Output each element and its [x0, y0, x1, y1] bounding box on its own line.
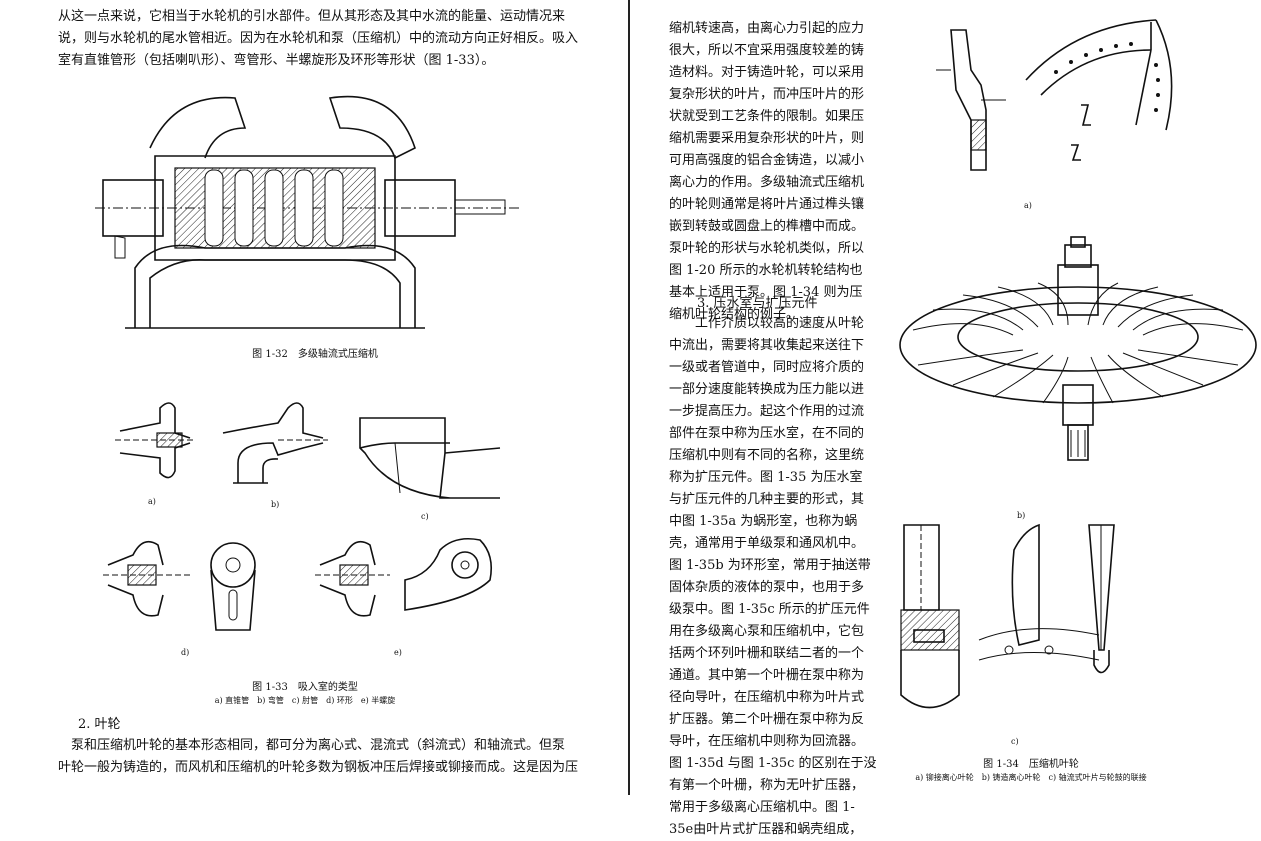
subfig-label-e: e): [394, 648, 402, 657]
text-line: 径向导叶，在压缩机中称为叶片式: [669, 690, 865, 705]
text-line: 中图 1-35a 为蜗形室，也称为蜗: [669, 514, 858, 529]
figure-1-32-caption: 图 1-32 多级轴流式压缩机: [252, 349, 378, 360]
impeller-paragraph: 泵和压缩机叶轮的基本形态相同，都可分为离心式、混流式（斜流式）和轴流式。但泵 叶…: [58, 735, 618, 779]
figure-1-34-legend: a) 铆接离心叶轮 b) 铸造离心叶轮 c) 轴流式叶片与轮鼓的联接: [915, 773, 1147, 782]
text-line: 泵和压缩机叶轮的基本形态相同，都可分为离心式、混流式（斜流式）和轴流式。但泵: [58, 738, 566, 753]
text-line: 压缩机中则有不同的名称，这里统: [669, 448, 865, 463]
section-heading-volute: 3. 压水室与扩压元件: [697, 296, 818, 311]
right-page: 缩机转速高，由离心力引起的应力 很大，所以不宜采用强度较差的铸 造材料。对于铸造…: [631, 0, 1261, 837]
text-line: 与扩压元件的几种主要的形式，其: [669, 492, 865, 507]
text-line: 缩机转速高，由离心力引起的应力: [669, 21, 865, 36]
subfig-label-34a: a): [1024, 201, 1032, 210]
text-line: 35e由叶片式扩压器和蜗壳组成，: [669, 822, 863, 837]
figure-1-33c-drawing: [359, 417, 501, 499]
impeller-continued-paragraph: 缩机转速高，由离心力引起的应力 很大，所以不宜采用强度较差的铸 造材料。对于铸造…: [669, 18, 909, 326]
subfig-label-34c: c): [1011, 737, 1019, 746]
text-line: 用在多级离心泵和压缩机中，它包: [669, 624, 865, 639]
text-line: 通道。其中第一个叶栅在泵中称为: [669, 668, 865, 683]
text-line: 中流出，需要将其收集起来送往下: [669, 338, 865, 353]
text-line: 室有直锥管形（包括喇叭形）、弯管形、半螺旋形及环形等形状（图 1-33）。: [58, 53, 495, 68]
text-line: 括两个环列叶栅和联结二者的一个: [669, 646, 865, 661]
text-line: 基本上适用于泵。图 1-34 则为压: [669, 285, 863, 300]
figure-1-34-caption: 图 1-34 压缩机叶轮: [983, 759, 1079, 770]
subfig-label-a: a): [148, 497, 156, 506]
text-line: 缩机需要采用复杂形状的叶片，则: [669, 131, 865, 146]
text-line: 图 1-20 所示的水轮机转轮结构也: [669, 263, 863, 278]
text-line: 离心力的作用。多级轴流式压缩机: [669, 175, 865, 190]
figure-1-34a-drawing: [936, 19, 1173, 171]
text-line: 造材料。对于铸造叶轮，可以采用: [669, 65, 865, 80]
text-line: 称为扩压元件。图 1-35 为压水室: [669, 470, 863, 485]
text-line: 泵叶轮的形状与水轮机类似，所以: [669, 241, 865, 256]
page-gutter: [628, 0, 630, 795]
text-line: 一步提高压力。起这个作用的过流: [669, 404, 865, 419]
figure-1-32-compressor-drawing: [95, 95, 520, 329]
figure-1-34b-drawing: [899, 236, 1257, 461]
volute-paragraph: 工作介质以较高的速度从叶轮 中流出，需要将其收集起来送往下 一级或者管道中，同时…: [669, 313, 909, 841]
text-line: 一部分速度能转换成为压力能以进: [669, 382, 865, 397]
text-line: 说，则与水轮机的尾水管相近。因为在水轮机和泵（压缩机）中的流动方向正好相反。吸入: [58, 31, 579, 46]
figure-1-33e-drawing: [315, 537, 493, 617]
text-line: 叶轮一般为铸造的，而风机和压缩机的叶轮多数为钢板冲压后焊接或铆接而成。这是因为压: [58, 760, 579, 775]
text-line: 壳，通常用于单级泵和通风机中。: [669, 536, 865, 551]
text-line: 复杂形状的叶片，而冲压叶片的形: [669, 87, 865, 102]
text-line: 嵌到转鼓或圆盘上的榫槽中而成。: [669, 219, 865, 234]
subfig-label-d: d): [181, 648, 190, 657]
text-line: 从这一点来说，它相当于水轮机的引水部件。但从其形态及其中水流的能量、运动情况来: [58, 9, 566, 24]
text-line: 的叶轮则通常是将叶片通过榫头镶: [669, 197, 865, 212]
text-line: 图 1-35d 与图 1-35c 的区别在于没: [669, 756, 877, 771]
text-line: 扩压器。第二个叶栅在泵中称为反: [669, 712, 865, 727]
text-line: 导叶，在压缩机中则称为回流器。: [669, 734, 865, 749]
text-line: 固体杂质的液体的泵中，也用于多: [669, 580, 865, 595]
figure-1-33a-drawing: [115, 402, 195, 479]
text-line: 部件在泵中称为压水室，在不同的: [669, 426, 865, 441]
figure-1-33-caption: 图 1-33 吸入室的类型: [252, 682, 358, 693]
text-line: 状就受到工艺条件的限制。如果压: [669, 109, 865, 124]
text-line: 工作介质以较高的速度从叶轮: [669, 316, 865, 331]
text-line: 缩机叶轮结构的例子。: [669, 307, 800, 322]
text-line: 级泵中。图 1-35c 所示的扩压元件: [669, 602, 870, 617]
text-line: 可用高强度的铝合金铸造，以减小: [669, 153, 865, 168]
text-line: 图 1-35b 为环形室，常用于抽送带: [669, 558, 871, 573]
text-line: 常用于多级离心压缩机中。图 1-: [669, 800, 855, 815]
figure-1-33b-drawing: [222, 402, 328, 484]
section-heading-impeller: 2. 叶轮: [78, 717, 121, 732]
subfig-label-c: c): [421, 512, 429, 521]
left-page: 从这一点来说，它相当于水轮机的引水部件。但从其形态及其中水流的能量、运动情况来 …: [0, 0, 629, 795]
text-line: 很大，所以不宜采用强度较差的铸: [669, 43, 865, 58]
text-line: 一级或者管道中，同时应将介质的: [669, 360, 865, 375]
text-line: 有第一个叶栅，称为无叶扩压器，: [669, 778, 865, 793]
figure-1-34c-drawing: [900, 523, 1115, 709]
subfig-label-b: b): [271, 500, 280, 509]
figure-1-33d-drawing: [103, 540, 256, 631]
subfig-label-34b: b): [1017, 511, 1026, 520]
figure-1-33-legend: a) 直锥管 b) 弯管 c) 肘管 d) 环形 e) 半螺旋: [214, 696, 396, 705]
intro-paragraph: 从这一点来说，它相当于水轮机的引水部件。但从其形态及其中水流的能量、运动情况来 …: [58, 6, 618, 72]
